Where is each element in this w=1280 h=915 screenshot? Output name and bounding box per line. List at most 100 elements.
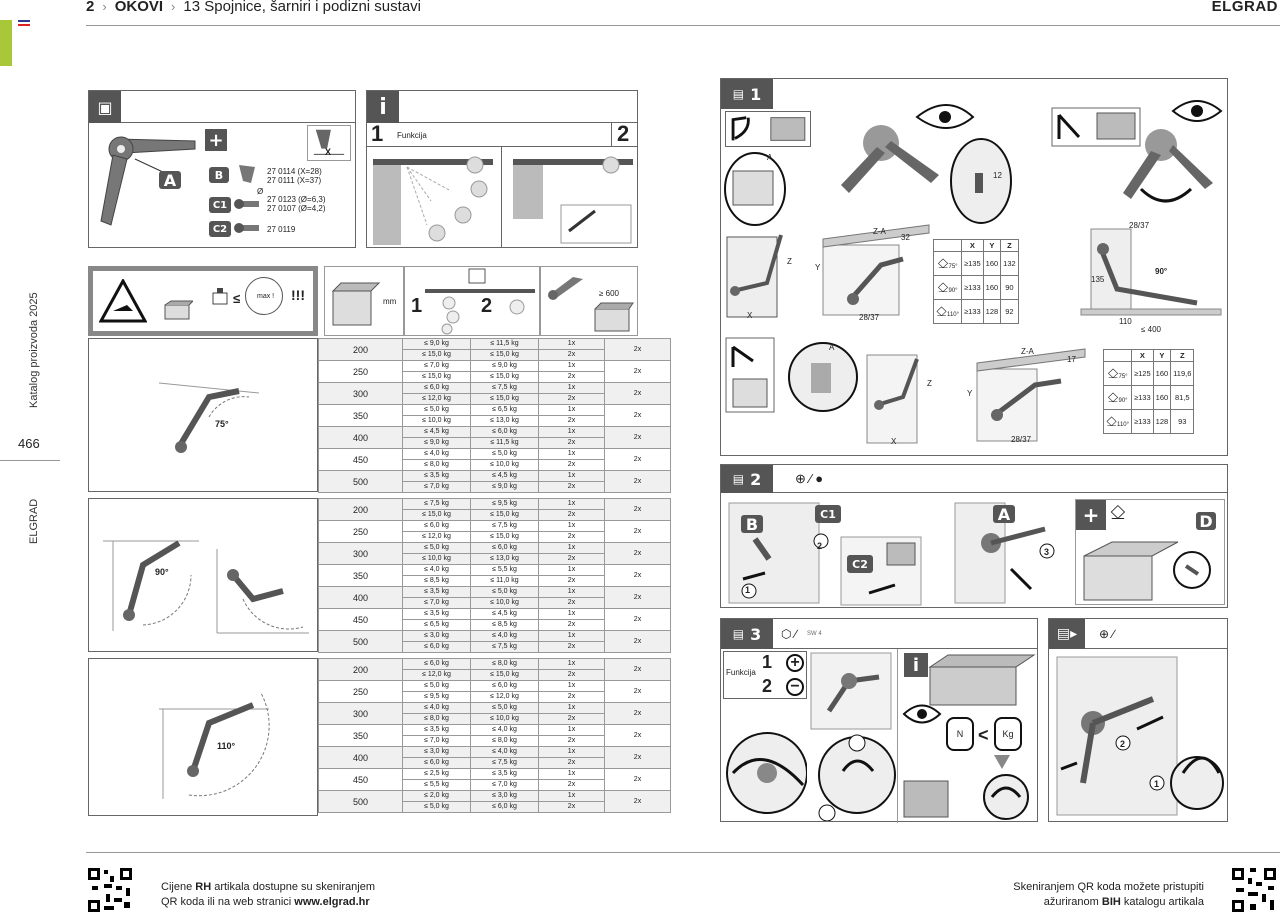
mount-drawing-y2 xyxy=(965,345,1093,445)
function-1-weight: ≤ 15,0 kg xyxy=(402,349,471,361)
function-1-weight: ≤ 7,5 kg xyxy=(402,498,471,510)
front-height-cell: 250 xyxy=(318,360,403,383)
chapter-color-tab xyxy=(0,20,12,66)
part-b-code-1: 27 0114 (X=28) xyxy=(267,167,322,176)
screw-c2-image xyxy=(233,217,263,239)
function-2-weight: ≤ 3,5 kg xyxy=(470,768,539,780)
angle-value: 90° xyxy=(1118,398,1128,404)
detail-circle-a-image xyxy=(787,341,859,413)
function-2-weight: ≤ 4,0 kg xyxy=(470,746,539,758)
label-c1: C1 xyxy=(815,505,841,523)
dimension-28-37: 28/37 xyxy=(1129,221,1150,230)
function-1-weight: ≤ 5,0 kg xyxy=(402,404,471,416)
footer-text: Cijene xyxy=(161,881,196,893)
part-label-b: B xyxy=(209,167,229,183)
front-height-cell: 300 xyxy=(318,702,403,725)
part-c1-code-2: 27 0107 (Ø=4,2) xyxy=(267,204,326,213)
spring-n-label: N xyxy=(956,729,964,739)
function-1-weight: ≤ 8,0 kg xyxy=(402,713,471,725)
wide-cabinet-count: 2x xyxy=(604,448,671,471)
xyz-head-blank xyxy=(1102,349,1133,362)
function-2-weight: ≤ 7,0 kg xyxy=(470,779,539,791)
x-value: ≥133 xyxy=(1131,409,1154,434)
step-number-2: 2 xyxy=(817,541,823,551)
function-1-weight: ≤ 6,0 kg xyxy=(402,382,471,394)
function-1-weight: ≤ 4,0 kg xyxy=(402,564,471,576)
mechanism-count: 2x xyxy=(538,437,605,449)
function-2-weight: ≤ 5,0 kg xyxy=(470,586,539,598)
warning-box: ≤ max ! !!! xyxy=(88,266,318,336)
bracket-detail-image xyxy=(307,125,351,161)
mechanism-count: 1x xyxy=(538,382,605,394)
function-1-weight: ≤ 10,0 kg xyxy=(402,415,471,427)
function-compare-cell: 1 2 xyxy=(404,266,540,336)
website-link[interactable]: www.elgrad.hr xyxy=(294,896,370,908)
dimension-28-37: 28/37 xyxy=(1011,435,1032,444)
footer-text: Skeniranjem QR koda možete pristupiti xyxy=(1013,881,1204,893)
function-1-weight: ≤ 12,0 kg xyxy=(402,669,471,681)
function-2-weight: ≤ 13,0 kg xyxy=(470,415,539,427)
dimension-x: X xyxy=(325,147,332,157)
function-1-weight: ≤ 4,0 kg xyxy=(402,702,471,714)
wide-cabinet-count: 2x xyxy=(604,470,671,493)
mechanism-count: 2x xyxy=(538,349,605,361)
qr-code-rh-icon[interactable] xyxy=(86,866,134,914)
dimension-90deg: 90° xyxy=(1155,267,1168,276)
front-height-cell: 200 xyxy=(318,658,403,681)
mechanism-count: 1x xyxy=(538,768,605,780)
function-2-number: 2 xyxy=(481,295,493,317)
front-height-cell: 300 xyxy=(318,542,403,565)
function-1-weight: ≤ 6,0 kg xyxy=(402,757,471,769)
dimension-z: Z xyxy=(787,257,792,266)
qr-code-bih-icon[interactable] xyxy=(1230,866,1278,914)
mount-angle-icon: ⎐ xyxy=(936,303,948,319)
mechanism-count: 2x xyxy=(538,415,605,427)
function-1-weight: ≤ 9,0 kg xyxy=(402,437,471,449)
hex-key-size: SW 4 xyxy=(807,631,822,637)
lift-90-image-1 xyxy=(99,535,209,635)
function-1-weight: ≤ 8,5 kg xyxy=(402,575,471,587)
function-1-weight: ≤ 6,0 kg xyxy=(402,520,471,532)
function-2-weight: ≤ 4,5 kg xyxy=(470,470,539,482)
function-2-weight: ≤ 8,0 kg xyxy=(470,735,539,747)
mount-angle-icon: ⎐ xyxy=(937,279,949,295)
function-1-weight: ≤ 9,0 kg xyxy=(402,338,471,350)
step-number-3: 3 xyxy=(1044,547,1050,557)
function-1-weight: ≤ 12,0 kg xyxy=(402,393,471,405)
angle-cell: ⎐75° xyxy=(1102,361,1133,386)
arrow-down-icon xyxy=(994,755,1010,769)
wide-cabinet-count: 2x xyxy=(604,702,671,725)
mechanism-count: 1x xyxy=(538,702,605,714)
mechanism-count: 2x xyxy=(538,641,605,653)
mount-type-2-icon xyxy=(1051,107,1141,147)
x-value: ≥133 xyxy=(961,275,984,300)
breadcrumb-subsection[interactable]: 13 Spojnice, šarniri i podizni sustavi xyxy=(183,0,421,15)
detail-circle-image xyxy=(949,137,1013,225)
function-2-weight: ≤ 7,5 kg xyxy=(470,520,539,532)
function-1-weight: ≤ 4,5 kg xyxy=(402,426,471,438)
install-cover-image xyxy=(1082,536,1222,602)
function-2-weight: ≤ 4,0 kg xyxy=(470,630,539,642)
wide-cabinet-count: 2x xyxy=(604,520,671,543)
mechanism-count: 1x xyxy=(538,608,605,620)
step-2-number: 2 xyxy=(750,469,762,489)
function-1-weight: ≤ 3,5 kg xyxy=(402,608,471,620)
breadcrumb-section[interactable]: OKOVI xyxy=(114,0,164,15)
footer-country-rh: RH xyxy=(195,881,212,893)
breadcrumb-chapter[interactable]: 2 xyxy=(86,0,95,15)
function-2-cell xyxy=(611,123,639,147)
function-2-weight: ≤ 6,0 kg xyxy=(470,680,539,692)
hex-key-icon: ⬡ ∕ xyxy=(781,627,797,641)
function-2-weight: ≤ 15,0 kg xyxy=(470,371,539,383)
lift-75-image xyxy=(149,377,269,467)
plus-icon: + xyxy=(1076,500,1106,530)
info-icon: i xyxy=(367,91,399,123)
